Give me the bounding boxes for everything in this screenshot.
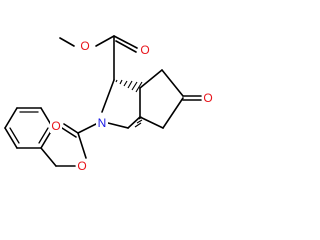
molecule-structure-diagram: O O O N O O [4, 35, 214, 173]
bond-o-ester-carbon [95, 35, 115, 47]
bond-methyl-o [59, 37, 75, 47]
carbamate-ester-o-label: O [77, 159, 86, 173]
bond-ester-c-o-double-2 [115, 40, 137, 53]
bond-c5-c6 [162, 97, 184, 129]
bond-c4-c5 [161, 69, 184, 97]
ester-methoxy-oxygen: O [79, 39, 91, 53]
ester-carbonyl-o-label: O [140, 43, 149, 57]
stereo-bond-hash [115, 79, 143, 93]
bond-ch2-phenyl [40, 147, 57, 167]
atom-labels: O O O N O O [50, 39, 214, 173]
bond-c6-c6a [139, 116, 164, 129]
stereo-bond-hash-2 [134, 116, 143, 128]
bond-n-carbamate-c [77, 123, 97, 134]
bond-carbamate-c-o [77, 132, 87, 159]
ring-n-label: N [98, 116, 107, 130]
bonds [4, 35, 202, 167]
ketone-o-label: O [203, 91, 212, 105]
phenyl-ring [4, 107, 54, 149]
bond-c6a-c3 [127, 116, 141, 129]
bond-ester-c-o-double-1 [113, 35, 138, 49]
ketone-oxygen: O [202, 91, 214, 105]
ring-nitrogen: N [96, 116, 108, 130]
bond-carbamate-co-double-1 [63, 123, 79, 134]
carbamate-carbonyl-o-label: O [51, 119, 60, 133]
bond-c3a-c4 [139, 69, 163, 89]
bond-carbamate-co-double-2 [61, 127, 77, 138]
ester-carbonyl-oxygen: O [138, 43, 150, 57]
carbamate-carbonyl-oxygen: O [50, 119, 62, 133]
bond-n-c1 [101, 79, 115, 113]
bond-c3-n [107, 122, 129, 129]
ester-methoxy-o-label: O [80, 39, 89, 53]
carbamate-ester-oxygen: O [76, 159, 88, 173]
